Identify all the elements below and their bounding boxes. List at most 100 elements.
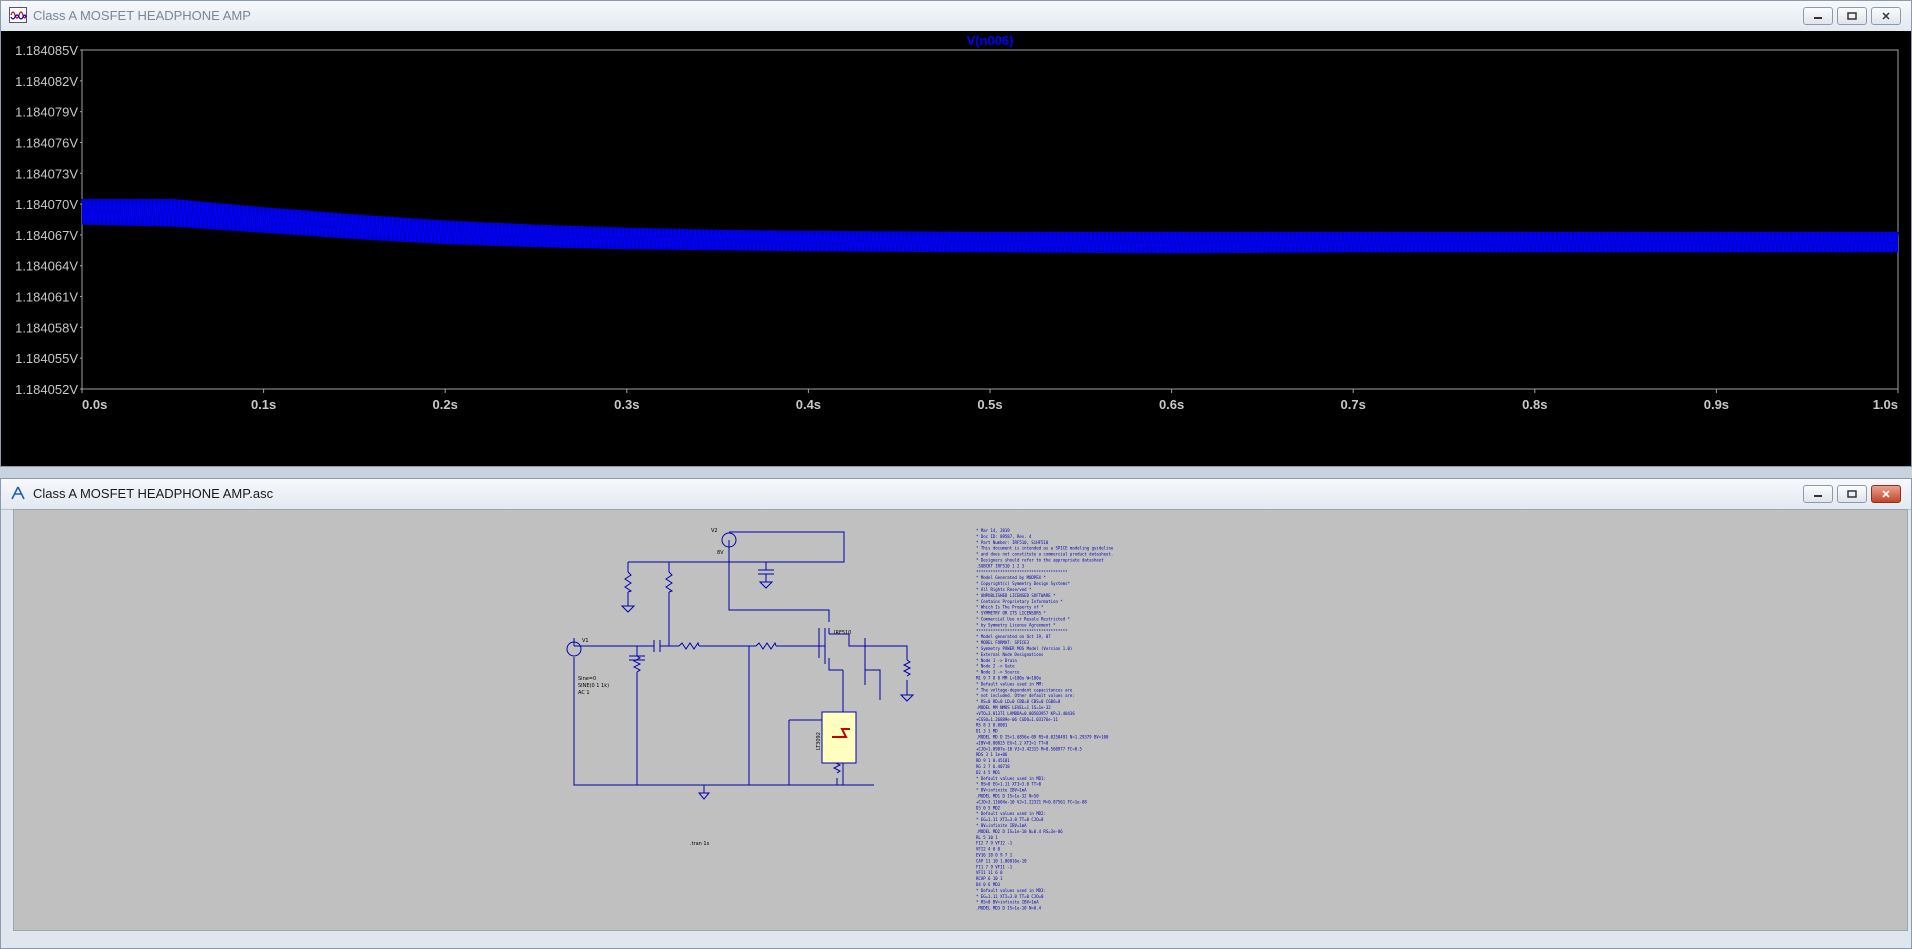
netlist-line: * Doc ID: 89587, Rev. 4 [976,534,1032,539]
x-tick-label: 0.6s [1159,397,1184,412]
netlist-line: RD 9 1 0.45181 [976,758,1010,763]
netlist-line: * Commercial Use or Resale Restricted * [976,617,1071,622]
netlist-line: CAP 11 10 1.00816e-10 [976,858,1027,863]
schematic-capacitors[interactable] [629,638,866,661]
netlist-line: M1 9 7 8 8 MM L=100u W=100u [976,676,1042,681]
netlist-line: * Default values used in MD1: [976,776,1046,781]
netlist-line: +VTO=3.81371 LAMBDA=0.00503957 KP=3.4043… [976,711,1075,716]
netlist-line: * BV=infinite IBV=1mA [976,788,1027,793]
netlist-line: D2 4 5 MD1 [976,770,1001,775]
netlist-line: D1 3 1 MD [976,729,998,734]
netlist-line: * Node 2 -> Gate [976,664,1015,669]
netlist-line: FI2 7 9 VFI2 -1 [976,841,1013,846]
netlist-line: * Default values used in MD2: [976,811,1046,816]
mosfet-label: IRF510 [834,630,851,636]
v2-supply-source[interactable]: V2 8V [711,528,737,556]
y-tick-label: 1.184076V [15,135,78,150]
spice-directive: .tran 1s [690,841,710,847]
v2-value: 8V [717,550,724,556]
close-icon [1882,490,1890,498]
close-button[interactable] [1871,485,1901,503]
netlist-line: * The voltage-dependent capacitances are [976,687,1073,692]
netlist-line: * and does not constitute a commercial p… [976,552,1113,557]
netlist-line: FI1 7 9 VFI1 -1 [976,864,1013,869]
netlist-line: RS 8 3 0.0001 [976,723,1008,728]
x-tick-label: 0.4s [796,397,821,412]
netlist-line: * EG=1.11 XTI=3.0 TT=0 CJO=0 [976,817,1044,822]
netlist-line: * RS=0 EG=1.11 XTI=3.0 TT=0 [976,782,1042,787]
netlist-line: * MODEL FORMAT: SPICE3 [976,640,1030,645]
netlist-line: * UNPUBLISHED LICENSED SOFTWARE * [976,593,1056,598]
netlist-line: VFI2 4 0 0 [976,847,1001,852]
restore-button[interactable] [1837,485,1867,503]
x-tick-label: 0.7s [1341,397,1366,412]
restore-icon [1847,12,1857,20]
netlist-line: * Mar 14, 2019 [976,528,1010,533]
netlist-line: * not included. Other default values are… [976,693,1075,698]
x-tick-label: 0.2s [433,397,458,412]
netlist-line: * Node 3 -> Source [976,670,1020,675]
waveform-chart[interactable]: 1.184085V1.184082V1.184079V1.184076V1.18… [1,31,1911,466]
v1-input-source[interactable]: V1 Sine=0 SINE(0 1 1k) AC 1 [566,638,609,696]
x-tick-label: 0.1s [251,397,276,412]
netlist-line: * All Rights Reserved * [976,587,1032,592]
minimize-button[interactable] [1803,485,1833,503]
schematic-canvas[interactable]: V2 8V V1 Sine=0 SINE(0 1 1k) AC 1 [13,509,1908,931]
y-tick-label: 1.184070V [15,197,78,212]
minimize-icon [1814,17,1822,19]
netlist-line: ************************************** [976,628,1068,633]
netlist-line: .MODEL MD1 D IS=1e-32 N=50 [976,794,1039,799]
netlist-line: * Contains Proprietary Information * [976,599,1063,604]
ground-symbols [620,581,915,800]
netlist-line: .MODEL MD3 D IS=1e-10 N=0.4 [976,906,1042,911]
lt3092-regulator[interactable]: LT3092 [816,711,857,764]
v1-param-2: SINE(0 1 1k) [578,683,609,689]
restore-button[interactable] [1837,7,1867,25]
y-tick-label: 1.184058V [15,320,78,335]
schematic-window-title: Class A MOSFET HEADPHONE AMP.asc [33,486,274,501]
mosfet-irf510[interactable]: IRF510 [818,628,851,664]
v2-label: V2 [711,528,718,534]
schematic-resistors[interactable] [624,571,912,774]
netlist-line: * Default values used in MM: [976,681,1043,686]
netlist-line: * SYMMETRY OR ITS LICENSORS * [976,611,1046,616]
schematic-titlebar[interactable]: Class A MOSFET HEADPHONE AMP.asc [1,479,1911,510]
netlist-line: * EG=1.11 XTI=3.0 TT=0 CJO=0 [976,894,1044,899]
close-button[interactable] [1871,7,1901,25]
netlist-line: VFI1 11 6 0 [976,870,1003,875]
y-tick-label: 1.184085V [15,43,78,58]
netlist-line: EV16 10 0 9 7 1 [976,853,1013,858]
schematic-wires [573,531,908,786]
netlist-line: ************************************** [976,569,1068,574]
y-tick-label: 1.184079V [15,105,78,120]
v1-param-1: Sine=0 [578,676,596,682]
netlist-line: * by Symmetry License Agreement * [976,622,1056,627]
netlist-line: * RS=0 BV=infinite IBV=1mA [976,900,1039,905]
trace-label[interactable]: V(n006) [967,33,1014,48]
trace-line-v-n006[interactable] [81,198,1899,254]
schematic-window: Class A MOSFET HEADPHONE AMP.asc [0,478,1912,949]
minimize-button[interactable] [1803,7,1833,25]
netlist-line: * RS=0 RD=0 LD=0 CBD=0 CBS=0 CGBO=0 [976,699,1061,704]
netlist-line: +CJO=1.0987e-10 VJ=3.42315 M=0.560977 FC… [976,746,1083,751]
netlist-line: RCAP 6 10 1 [976,876,1003,881]
x-tick-label: 0.0s [82,397,107,412]
netlist-line: +CJO=3.11604e-10 VJ=1.22321 M=0.87561 FC… [976,799,1087,804]
schematic-drawing[interactable]: V2 8V V1 Sine=0 SINE(0 1 1k) AC 1 [14,510,1908,931]
netlist-line: * Model Generated by MODPEX * [976,575,1046,580]
x-tick-label: 1.0s [1873,397,1898,412]
netlist-text-block[interactable]: * Mar 14, 2019* Doc ID: 89587, Rev. 4* P… [976,528,1114,911]
trace-envelope [82,199,1898,254]
y-tick-label: 1.184073V [15,166,78,181]
netlist-line: * Node 1 -> Drain [976,658,1018,663]
y-tick-label: 1.184067V [15,228,78,243]
netlist-line: .MODEL MD2 D IS=1e-10 N=0.4 RS=3e-06 [976,829,1063,834]
netlist-line: * Symmetry POWER MOS Model (Version 1.0) [976,646,1072,651]
v1-param-3: AC 1 [578,690,590,696]
regulator-label: LT3092 [816,732,822,750]
v1-label: V1 [582,638,589,644]
waveform-app-icon [9,7,27,23]
netlist-line: * Which Is The Property of * [976,605,1044,610]
waveform-titlebar[interactable]: Class A MOSFET HEADPHONE AMP [1,1,1911,32]
